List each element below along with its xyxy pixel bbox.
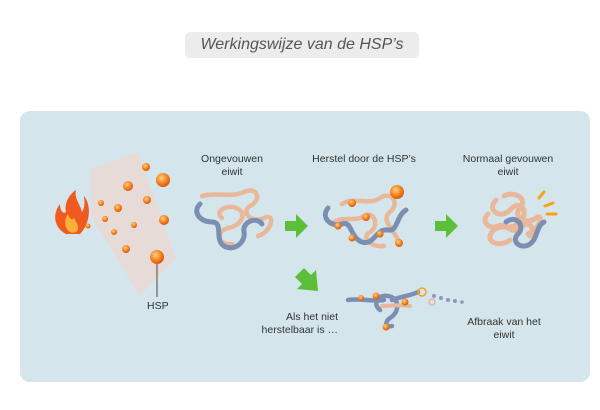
hsp-cloud (85, 163, 170, 297)
hsp-ball-icon (85, 223, 91, 229)
hsp-ball-icon (156, 173, 170, 187)
folded-sparkle (537, 190, 558, 216)
repair-protein (322, 193, 409, 249)
hsp-ball-icon (159, 215, 169, 225)
hsp-label: HSP (147, 300, 169, 312)
hsp-ball-icon (142, 163, 150, 171)
hsp-ball-icon (143, 196, 151, 204)
hsp-ball-icon (348, 199, 356, 207)
hsp-ball-icon (358, 295, 364, 301)
not-repairable-line2: herstelbaar is … (261, 324, 338, 336)
hsp-ball-icon (334, 222, 342, 230)
repair-hsp (334, 185, 404, 247)
page-title: Werkingswijze van de HSP’s (185, 32, 419, 58)
unfolded-label-line1: Ongevouwen (201, 153, 263, 165)
unfolded-label: Ongevouwen eiwit (192, 153, 272, 179)
folded-label-line1: Normaal gevouwen (462, 153, 554, 165)
hsp-ball-icon (102, 216, 108, 222)
diagonal-arrow-icon (295, 268, 318, 291)
not-repairable-line1: Als het niet (286, 311, 338, 323)
hsp-ball-icon (390, 185, 404, 199)
right-arrow-icon (285, 214, 308, 238)
hsp-ball-icon (395, 239, 403, 247)
folded-label: Normaal gevouwen eiwit (452, 153, 564, 179)
hsp-ball-icon (131, 222, 137, 228)
breakdown-fragments (432, 294, 464, 304)
breakdown-line2: eiwit (493, 329, 515, 341)
hsp-ball-icon (376, 230, 384, 238)
flame-icon (55, 190, 89, 234)
repair-label: Herstel door de HSP’s (312, 153, 416, 165)
folded-protein (482, 191, 547, 249)
hsp-ball-icon (382, 323, 390, 331)
hsp-ball-icon (98, 200, 104, 206)
hsp-ball-icon (123, 181, 133, 191)
hsp-ball-icon (122, 245, 130, 253)
right-arrow-icon (435, 214, 458, 238)
breakdown-hsp (358, 287, 436, 331)
hsp-ball-icon (111, 229, 117, 235)
hsp-ball-icon (372, 292, 380, 300)
hsp-ball-icon (114, 204, 122, 212)
folded-label-line2: eiwit (497, 166, 519, 178)
breakdown-line1: Afbraak van het (467, 316, 541, 328)
hsp-ball-icon (362, 213, 370, 221)
not-repairable-label: Als het niet herstelbaar is … (248, 311, 338, 337)
unfolded-label-line2: eiwit (221, 166, 243, 178)
hsp-ball-icon (348, 234, 356, 242)
breakdown-label: Afbraak van het eiwit (458, 316, 550, 342)
unfolded-protein (194, 188, 274, 251)
hsp-ball-icon (401, 298, 409, 306)
hsp-ball-icon (150, 250, 164, 264)
